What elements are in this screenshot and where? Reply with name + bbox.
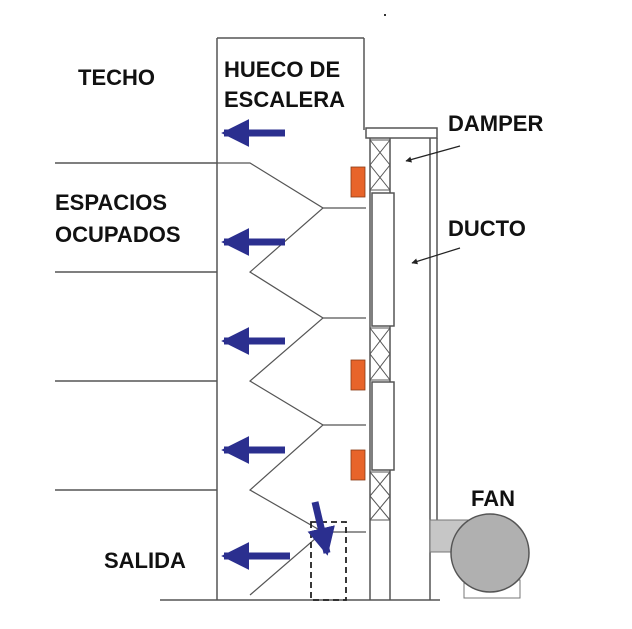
dampers	[350, 166, 366, 481]
fan-icon	[450, 513, 530, 593]
top-mark	[384, 14, 386, 16]
damper-1	[350, 166, 366, 198]
stair-flights	[217, 162, 325, 596]
fan-assembly	[429, 513, 530, 599]
ducto-leader-arrow	[411, 247, 461, 265]
label-hueco-line1: HUECO DE	[224, 57, 340, 82]
label-espacios-line1: ESPACIOS	[55, 190, 167, 215]
label-hueco-line2: ESCALERA	[224, 87, 345, 112]
damper-3	[350, 449, 366, 481]
cross-braced-openings	[369, 139, 391, 521]
damper-leader-arrow	[405, 145, 461, 163]
exit-door-dashed	[310, 521, 347, 601]
airflow-arrow-down-icon	[307, 501, 335, 556]
airflow-arrows	[221, 119, 335, 570]
label-fan: FAN	[471, 486, 515, 511]
damper-2	[350, 359, 366, 391]
label-salida: SALIDA	[104, 548, 186, 573]
shaft-top-cap	[365, 127, 438, 139]
building-structure	[55, 37, 440, 601]
label-ducto: DUCTO	[448, 216, 526, 241]
label-espacios-line2: OCUPADOS	[55, 222, 181, 247]
label-techo: TECHO	[78, 65, 155, 90]
label-damper: DAMPER	[448, 111, 543, 136]
shaft-wall-segments	[371, 192, 395, 471]
